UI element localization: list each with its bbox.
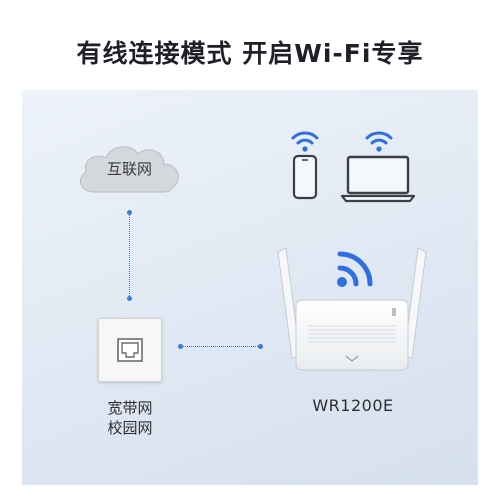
phone-wifi-icon xyxy=(291,131,319,152)
vertical-connection-line xyxy=(129,212,130,298)
broadband-label: 宽带网 xyxy=(107,399,153,417)
cloud-icon xyxy=(79,146,179,193)
ethernet-port-icon xyxy=(117,338,143,362)
connector-dot-bottom xyxy=(127,296,132,301)
router-model-label: WR1200E xyxy=(312,396,394,415)
ethernet-wall-jack xyxy=(98,318,162,382)
router-icon xyxy=(277,247,427,371)
wired-network-label: 宽带网 校园网 xyxy=(60,398,200,438)
title-prefix: 有线连接模式 开启 xyxy=(76,39,295,68)
laptop-wifi-icon xyxy=(365,131,393,152)
laptop-icon xyxy=(340,155,416,203)
campus-network-label: 校园网 xyxy=(107,419,153,437)
phone-icon xyxy=(292,154,318,200)
router-wifi-signal-icon xyxy=(337,251,373,287)
page-title: 有线连接模式 开启Wi-Fi专享 xyxy=(0,34,500,70)
connector-dot-right xyxy=(258,344,263,349)
horizontal-connection-line xyxy=(180,346,260,347)
title-wifi: Wi-Fi xyxy=(294,39,372,68)
title-suffix: 专享 xyxy=(371,39,424,68)
internet-label: 互联网 xyxy=(106,160,152,178)
